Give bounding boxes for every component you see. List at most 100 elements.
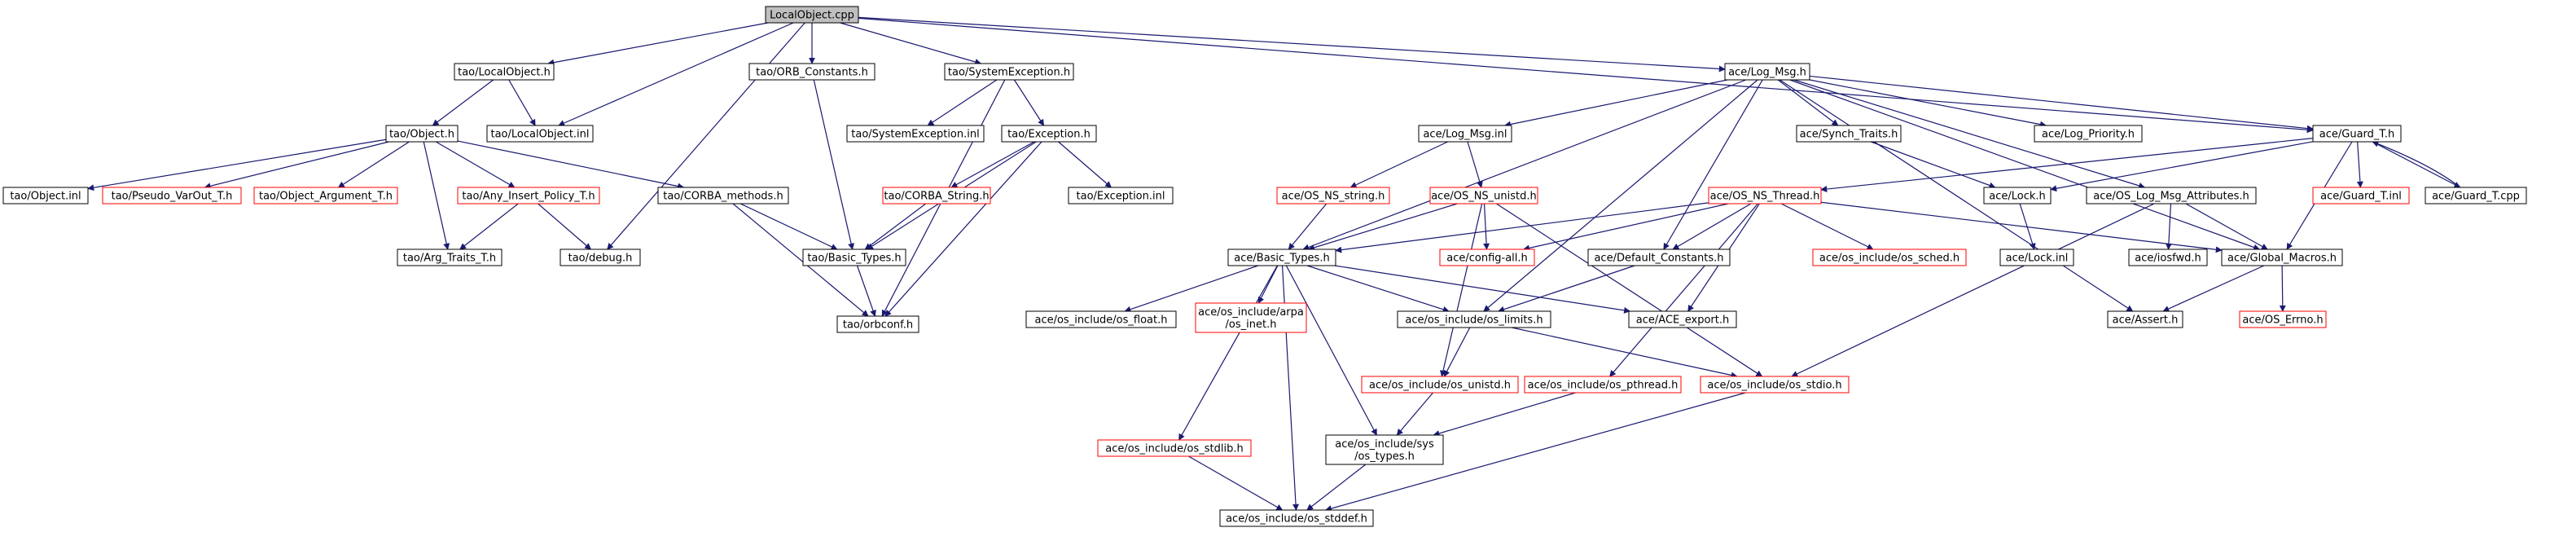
file-node-ace-synch-traits-h[interactable]: ace/Synch_Traits.h <box>1796 125 1902 143</box>
dependency-edge-ace-os-ns-thread-h-to-ace-os-include-os-sched-h <box>1780 203 1874 250</box>
file-node-tao-systemexception-h[interactable]: tao/SystemException.h <box>944 63 1074 81</box>
file-node-box <box>560 249 641 266</box>
file-node-ace-basic-types-h[interactable]: ace/Basic_Types.h <box>1227 249 1336 266</box>
file-node-ace-os-ns-unistd-h[interactable]: ace/OS_NS_unistd.h <box>1429 187 1538 205</box>
file-node-ace-os-include-os-limits-h[interactable]: ace/os_include/os_limits.h <box>1397 310 1551 328</box>
file-node-ace-guard-t-inl[interactable]: ace/Guard_T.inl <box>2312 187 2410 205</box>
file-node-label: tao/SystemException.h <box>948 67 1070 79</box>
file-node-box <box>1227 249 1336 266</box>
file-node-ace-os-include-os-stdlib-h[interactable]: ace/os_include/os_stdlib.h <box>1097 439 1252 457</box>
dependency-edge-ace-os-log-msg-attributes-h-to-ace-iosfwd-h <box>2165 203 2172 250</box>
file-node-tao-exception-inl[interactable]: tao/Exception.inl <box>1068 187 1174 205</box>
file-node-label: ace/Log_Msg.h <box>1728 67 1806 79</box>
dependency-edge-ace-guard-t-cpp-to-ace-guard-t-h <box>2372 140 2461 188</box>
dependency-edge-tao-object-h-to-tao-any-insert-policy-t-h <box>435 141 516 188</box>
dependency-edge-tao-corba-methods-h-to-tao-basic-types-h <box>739 203 838 250</box>
file-node-tao-corba-string-h[interactable]: tao/CORBA_String.h <box>882 187 991 205</box>
dependency-edge-tao-any-insert-policy-t-h-to-tao-debug-h <box>538 203 592 250</box>
file-node-ace-lock-h[interactable]: ace/Lock.h <box>1983 187 2052 205</box>
file-node-ace-os-log-msg-attributes-h[interactable]: ace/OS_Log_Msg_Attributes.h <box>2086 187 2257 205</box>
file-node-box <box>882 187 991 205</box>
file-node-label: /os_types.h <box>1354 451 1415 463</box>
dependency-edge-tao-object-h-to-tao-arg-traits-t-h <box>423 141 450 250</box>
dependency-edge-tao-exception-h-to-tao-exception-inl <box>1058 141 1112 188</box>
file-node-tao-orbconf-h[interactable]: tao/orbconf.h <box>836 315 919 333</box>
file-node-label: ace/os_include/os_unistd.h <box>1369 380 1511 392</box>
file-node-ace-iosfwd-h[interactable]: ace/iosfwd.h <box>2128 249 2208 266</box>
file-node-ace-os-ns-string-h[interactable]: ace/OS_NS_string.h <box>1276 187 1390 205</box>
dependency-edge-tao-object-h-to-tao-corba-methods-h <box>457 140 685 190</box>
file-node-ace-os-include-os-stddef-h[interactable]: ace/os_include/os_stddef.h <box>1219 509 1374 527</box>
file-node-ace-default-constants-h[interactable]: ace/Default_Constants.h <box>1587 249 1731 266</box>
dependency-edges <box>87 16 2461 512</box>
dependency-edge-localobject-cpp-to-tao-localobject-h <box>547 22 769 66</box>
file-nodes: LocalObject.cpp tao/LocalObject.h tao/ORB_… <box>2 6 2527 527</box>
file-node-tao-object-inl[interactable]: tao/Object.inl <box>2 187 89 205</box>
file-node-ace-assert-h[interactable]: ace/Assert.h <box>2107 310 2183 328</box>
file-node-ace-os-include-os-sched-h[interactable]: ace/os_include/os_sched.h <box>1812 249 1967 266</box>
dependency-edge-ace-log-msg-inl-to-ace-os-ns-string-h <box>1349 141 1448 188</box>
file-node-tao-exception-h[interactable]: tao/Exception.h <box>1001 125 1097 143</box>
file-node-tao-arg-traits-t-h[interactable]: tao/Arg_Traits_T.h <box>397 249 502 266</box>
file-node-box <box>1628 310 1737 328</box>
file-node-label: tao/Object_Argument_T.h <box>259 191 393 203</box>
file-node-tao-localobject-h[interactable]: tao/LocalObject.h <box>454 63 555 81</box>
file-node-ace-lock-inl[interactable]: ace/Lock.inl <box>1999 249 2074 266</box>
file-node-label: ace/Global_Macros.h <box>2227 253 2337 265</box>
file-node-ace-ace-export-h[interactable]: ace/ACE_export.h <box>1628 310 1737 328</box>
file-node-ace-log-msg-h[interactable]: ace/Log_Msg.h <box>1724 63 1810 81</box>
file-node-box <box>1068 187 1174 205</box>
file-node-tao-any-insert-policy-t-h[interactable]: tao/Any_Insert_Policy_T.h <box>457 187 600 205</box>
dependency-edge-ace-guard-t-h-to-ace-os-ns-thread-h <box>1820 138 2314 193</box>
dependency-edge-ace-basic-types-h-to-ace-os-include-os-stdlib-h <box>1178 265 1278 441</box>
file-node-label: tao/Exception.h <box>1007 129 1091 141</box>
file-node-box <box>253 187 398 205</box>
dependency-edge-ace-os-ns-thread-h-to-ace-basic-types-h <box>1335 202 1709 253</box>
file-node-ace-os-ns-thread-h[interactable]: ace/OS_NS_Thread.h <box>1708 187 1822 205</box>
file-node-ace-global-macros-h[interactable]: ace/Global_Macros.h <box>2221 249 2343 266</box>
file-node-ace-os-include-os-stdio-h[interactable]: ace/os_include/os_stdio.h <box>1700 376 1850 394</box>
file-node-label: tao/LocalObject.inl <box>490 129 589 141</box>
file-node-ace-guard-t-cpp[interactable]: ace/Guard_T.cpp <box>2425 187 2527 205</box>
file-node-tao-localobject-inl[interactable]: tao/LocalObject.inl <box>486 125 594 143</box>
file-node-ace-os-errno-h[interactable]: ace/OS_Errno.h <box>2239 310 2327 328</box>
file-node-label: tao/Pseudo_VarOut_T.h <box>112 191 233 203</box>
file-node-ace-log-priority-h[interactable]: ace/Log_Priority.h <box>2034 125 2143 143</box>
dependency-edge-tao-localobject-h-to-tao-object-h <box>432 79 494 126</box>
file-node-tao-debug-h[interactable]: tao/debug.h <box>560 249 641 266</box>
dependency-edge-ace-basic-types-h-to-ace-ace-export-h <box>1334 265 1631 314</box>
dependency-edge-ace-log-msg-h-to-ace-assert-h <box>1779 79 2134 312</box>
file-node-box <box>1219 509 1374 527</box>
file-node-label: ace/os_include/os_stddef.h <box>1226 513 1367 526</box>
file-node-tao-object-h[interactable]: tao/Object.h <box>385 125 459 143</box>
file-node-box <box>2086 187 2257 205</box>
dependency-edge-ace-os-ns-unistd-h-to-ace-basic-types-h <box>1307 203 1458 251</box>
file-node-box <box>2425 187 2527 205</box>
file-node-localobject-cpp[interactable]: LocalObject.cpp <box>765 6 859 24</box>
file-node-label: tao/Exception.inl <box>1077 191 1165 203</box>
file-node-ace-config-all-h[interactable]: ace/config-all.h <box>1439 249 1535 266</box>
file-node-tao-corba-methods-h[interactable]: tao/CORBA_methods.h <box>657 187 789 205</box>
file-node-ace-os-include-os-unistd-h[interactable]: ace/os_include/os_unistd.h <box>1361 376 1519 394</box>
dependency-edge-ace-os-log-msg-attributes-h-to-ace-os-include-os-stdio-h <box>1791 203 2155 377</box>
file-node-ace-guard-t-h[interactable]: ace/Guard_T.h <box>2312 125 2402 143</box>
dependency-edge-ace-basic-types-h-to-ace-os-include-arpa-os-inet-h <box>1257 265 1279 304</box>
file-node-tao-pseudo-varout-t-h[interactable]: tao/Pseudo_VarOut_T.h <box>102 187 242 205</box>
file-node-tao-orb-constants-h[interactable]: tao/ORB_Constants.h <box>748 63 875 81</box>
file-node-tao-object-argument-t-h[interactable]: tao/Object_Argument_T.h <box>253 187 398 205</box>
file-node-ace-os-include-os-float-h[interactable]: ace/os_include/os_float.h <box>1025 310 1177 328</box>
file-node-tao-basic-types-h[interactable]: tao/Basic_Types.h <box>802 249 906 266</box>
file-node-box <box>1999 249 2074 266</box>
file-node-box <box>2221 249 2343 266</box>
file-node-ace-os-include-os-pthread-h[interactable]: ace/os_include/os_pthread.h <box>1524 376 1682 394</box>
file-node-ace-log-msg-inl[interactable]: ace/Log_Msg.inl <box>1418 125 1512 143</box>
file-node-box <box>1983 187 2052 205</box>
dependency-edge-ace-os-include-os-stdlib-h-to-ace-os-include-os-stddef-h <box>1188 455 1284 511</box>
dependency-edge-localobject-cpp-to-tao-systemexception-h <box>840 22 982 65</box>
dependency-edge-ace-os-include-os-limits-h-to-ace-os-include-os-stdio-h <box>1512 327 1738 379</box>
file-node-box <box>1796 125 1902 143</box>
file-node-ace-os-include-sys-os-types-h[interactable]: ace/os_include/sys/os_types.h <box>1325 434 1444 465</box>
file-node-ace-os-include-arpa-os-inet-h[interactable]: ace/os_include/arpa/os_inet.h <box>1195 302 1307 333</box>
file-node-tao-systemexception-inl[interactable]: tao/SystemException.inl <box>846 125 985 143</box>
